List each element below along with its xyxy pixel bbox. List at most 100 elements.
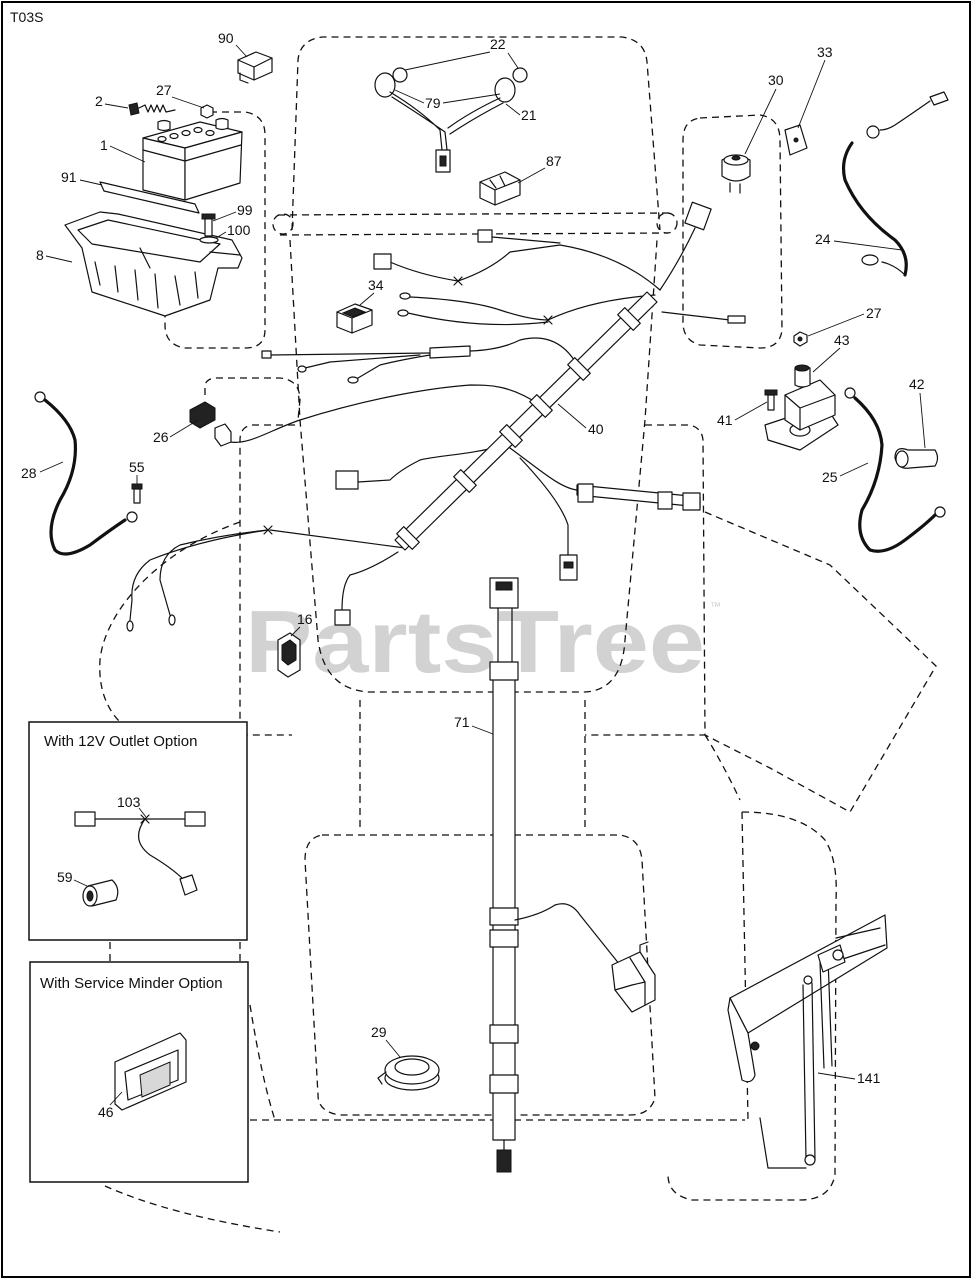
outlet-harness-x-mark xyxy=(140,814,150,824)
cable-main xyxy=(43,398,127,556)
callout-25: 25 xyxy=(822,462,869,485)
callout-43: 43 xyxy=(812,332,850,373)
callout-label: 16 xyxy=(297,611,313,627)
part-2-bolt xyxy=(128,102,176,116)
callout-label: 27 xyxy=(156,82,172,98)
tray-outline xyxy=(64,211,243,317)
callout-label: 30 xyxy=(768,72,784,88)
leader-line xyxy=(45,255,73,263)
part-59-12v-outlet xyxy=(82,879,119,907)
connector-edges xyxy=(237,57,273,84)
callout-41: 41 xyxy=(717,401,768,428)
outlet-harness-connector-bottom xyxy=(179,874,198,896)
bolt-head xyxy=(764,389,778,396)
callout-label: 90 xyxy=(218,30,234,46)
callout-label: 91 xyxy=(61,169,77,185)
callout-label: 46 xyxy=(98,1104,114,1120)
callout-87: 87 xyxy=(517,153,562,184)
right-rear-wheel-outline xyxy=(667,811,837,1201)
leader-line xyxy=(235,44,248,58)
harness-terminal-left xyxy=(261,350,272,359)
battery-band xyxy=(142,144,242,162)
harness-branch-top-right xyxy=(659,227,696,291)
switch-knob xyxy=(731,155,741,161)
harness-bottom-connector xyxy=(496,1149,512,1173)
bracket-rod-end xyxy=(804,1154,816,1166)
callout-27-right: 27 xyxy=(807,305,882,337)
harness-rear-clamp xyxy=(577,483,594,503)
harness-top-connector-inner xyxy=(495,581,513,591)
cable-main xyxy=(841,141,908,277)
harness-branch-right xyxy=(661,311,731,321)
harness-plug-inner xyxy=(439,155,447,167)
callout-label: 28 xyxy=(21,465,37,481)
cable-ring-top xyxy=(34,391,46,403)
harness-upper-tube xyxy=(497,607,513,666)
harness-branch-switch xyxy=(341,551,399,611)
battery-cap xyxy=(205,129,215,137)
boot-opening xyxy=(895,450,909,468)
part-141-bracket-assembly xyxy=(727,914,888,1169)
leader-line xyxy=(169,419,199,438)
part-55-bolt xyxy=(131,483,143,504)
solenoid-body xyxy=(784,379,836,431)
callout-label: 27 xyxy=(866,305,882,321)
harness-branch-plug-edges xyxy=(614,941,649,1006)
watermark-trademark: ™ xyxy=(710,601,721,613)
part-41-bolt xyxy=(764,389,778,411)
part-24-cable xyxy=(841,91,949,277)
switch-edges xyxy=(336,309,373,334)
part-21-headlight-harness xyxy=(374,67,528,173)
callout-label: 141 xyxy=(857,1070,881,1086)
leader-line xyxy=(797,59,826,129)
harness-branch-upper xyxy=(389,236,661,291)
harness-rear-clamp xyxy=(682,492,701,511)
left-small-panel-outline xyxy=(204,377,301,421)
part-8-battery-tray xyxy=(64,211,243,317)
part-27-nut-top xyxy=(200,104,214,119)
bracket-flange xyxy=(727,997,756,1083)
cable-main xyxy=(853,396,937,553)
harness-ring-terminal xyxy=(126,620,134,632)
battery-cap xyxy=(169,132,179,140)
washer-body xyxy=(199,236,219,244)
callout-label: 87 xyxy=(546,153,562,169)
harness-clamp xyxy=(489,929,519,948)
callout-34: 34 xyxy=(359,277,384,306)
harness-x-mark xyxy=(263,525,273,535)
part-16-switch xyxy=(277,632,301,678)
bracket-bolt xyxy=(750,1041,760,1051)
harness-x-mark xyxy=(453,276,463,286)
plate-hole xyxy=(793,137,799,143)
part-1-battery xyxy=(142,117,243,201)
leader-line xyxy=(104,103,129,109)
leader-line xyxy=(215,231,227,239)
cable-ring-bottom xyxy=(934,506,946,518)
harness-connector-upper-left xyxy=(373,253,392,270)
hood-bar-lower xyxy=(279,232,669,236)
rear-left-side xyxy=(249,1004,276,1121)
right-bulb xyxy=(512,67,528,83)
leader-line xyxy=(807,313,865,337)
leader-line xyxy=(212,211,237,222)
callout-26: 26 xyxy=(153,419,199,445)
harness-branch-fuse xyxy=(229,384,541,443)
battery-front xyxy=(142,137,186,201)
nut-hole xyxy=(797,336,803,342)
battery-cap xyxy=(193,126,203,134)
right-front-wheel-outline xyxy=(704,511,937,813)
harness-ring-terminal xyxy=(397,309,409,317)
leader-line xyxy=(79,179,103,186)
battery-cap xyxy=(181,129,191,137)
callout-22: 22 xyxy=(404,36,519,71)
harness-left-tube xyxy=(429,345,471,359)
cable-ring-bottom xyxy=(126,511,138,523)
callout-label: 33 xyxy=(817,44,833,60)
cable-lower-ring xyxy=(861,254,879,266)
bracket-pivot xyxy=(832,949,844,961)
right-socket xyxy=(494,77,516,103)
option-box-frame xyxy=(28,721,248,941)
callout-27-top: 27 xyxy=(156,82,205,109)
leader-line xyxy=(505,103,521,116)
part-90-connector xyxy=(237,51,273,84)
